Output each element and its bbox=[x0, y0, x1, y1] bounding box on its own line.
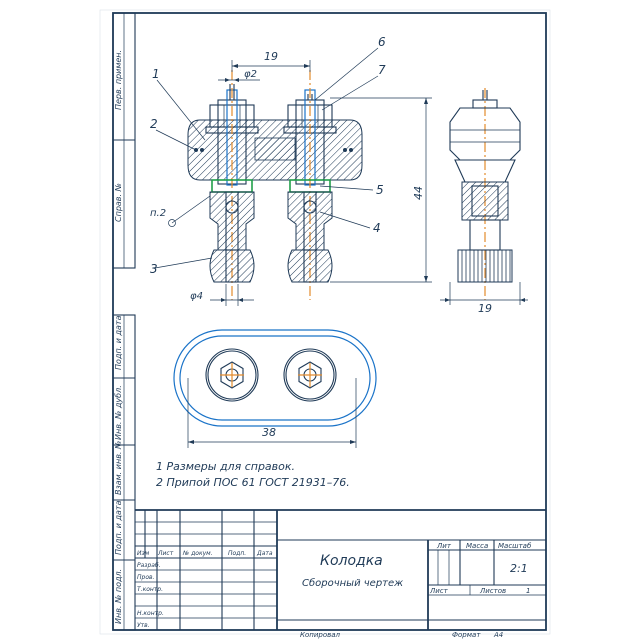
top-view: 38 bbox=[173, 329, 377, 448]
callout-3: 3 bbox=[150, 262, 158, 276]
callout-2: 2 bbox=[150, 117, 158, 131]
callout-6: 6 bbox=[378, 35, 386, 49]
tb-listov-value: 1 bbox=[526, 587, 530, 595]
tb-list: Лист bbox=[157, 550, 174, 557]
tb-role-tkontr: Т.контр. bbox=[137, 586, 163, 593]
tb-role-razrab: Разраб. bbox=[137, 562, 161, 569]
callout-1: 1 bbox=[152, 67, 160, 81]
tb-data: Дата bbox=[256, 550, 273, 557]
tb-role-nkontr: Н.контр. bbox=[137, 610, 164, 617]
side-label-sprav-no: Справ. № bbox=[114, 183, 123, 222]
tb-format: Формат bbox=[452, 631, 481, 639]
side-strip: Перв. примен. Справ. № Подп. и дата Инв.… bbox=[112, 12, 136, 631]
side-view: 19 bbox=[440, 88, 528, 315]
dim-phi2: φ2 bbox=[218, 69, 260, 82]
dim-phi4-label: φ4 bbox=[190, 291, 203, 302]
sheet-outer bbox=[99, 9, 551, 635]
dim-44: 44 bbox=[330, 97, 432, 283]
tb-massa: Масса bbox=[466, 542, 488, 550]
tb-role-prov: Пров. bbox=[137, 574, 155, 581]
tb-masshtab: Масштаб bbox=[498, 542, 532, 550]
side-label-podp-data-1: Подп. и дата bbox=[114, 315, 123, 370]
callout-7: 7 bbox=[378, 63, 386, 77]
tb-name: Колодка bbox=[320, 553, 383, 569]
note-2: 2 Припой ПОС 61 ГОСТ 21931–76. bbox=[156, 476, 350, 489]
title-block: Изм Лист № докум. Подп. Дата Разраб. Про… bbox=[135, 509, 546, 639]
tb-listov-label: Листов bbox=[479, 587, 506, 595]
dim-19-top-label: 19 bbox=[264, 50, 278, 63]
side-label-inv-podl: Инв. № подл. bbox=[114, 569, 123, 624]
tb-scale: 2:1 bbox=[510, 562, 528, 575]
dim-44-label: 44 bbox=[412, 186, 425, 200]
tb-list-label: Лист bbox=[429, 587, 449, 595]
tb-no-dokum: № докум. bbox=[182, 550, 213, 557]
callout-5: 5 bbox=[376, 183, 384, 197]
dim-phi4: φ4 bbox=[190, 284, 254, 306]
tb-izm: Изм bbox=[137, 550, 150, 557]
dim-38-label: 38 bbox=[262, 426, 276, 439]
side-label-inv-dubl: Инв. № дубл. bbox=[114, 385, 123, 440]
dim-19-top: 19 bbox=[231, 50, 311, 72]
dim-19-side-label: 19 bbox=[478, 302, 492, 315]
tb-role-utv: Утв. bbox=[137, 622, 150, 629]
dim-phi2-label: φ2 bbox=[244, 69, 257, 80]
tb-lit: Лит bbox=[436, 542, 452, 550]
tb-podp: Подп. bbox=[228, 550, 246, 557]
side-label-perv-primen: Перв. примен. bbox=[114, 50, 123, 110]
side-label-podp-data-2: Подп. и дата bbox=[114, 500, 123, 555]
callout-4: 4 bbox=[373, 221, 381, 235]
front-section-view bbox=[187, 70, 363, 300]
note-1: 1 Размеры для справок. bbox=[156, 460, 295, 473]
side-label-vzam-inv: Взам. инв. № bbox=[114, 441, 123, 495]
tb-format-value: А4 bbox=[493, 631, 503, 639]
tb-doc-type: Сборочный чертеж bbox=[302, 577, 403, 589]
callout-p2: п.2 bbox=[150, 208, 166, 219]
callouts: 1 2 3 4 5 6 7 п.2 bbox=[150, 35, 386, 276]
tb-copied: Копировал bbox=[300, 631, 341, 639]
